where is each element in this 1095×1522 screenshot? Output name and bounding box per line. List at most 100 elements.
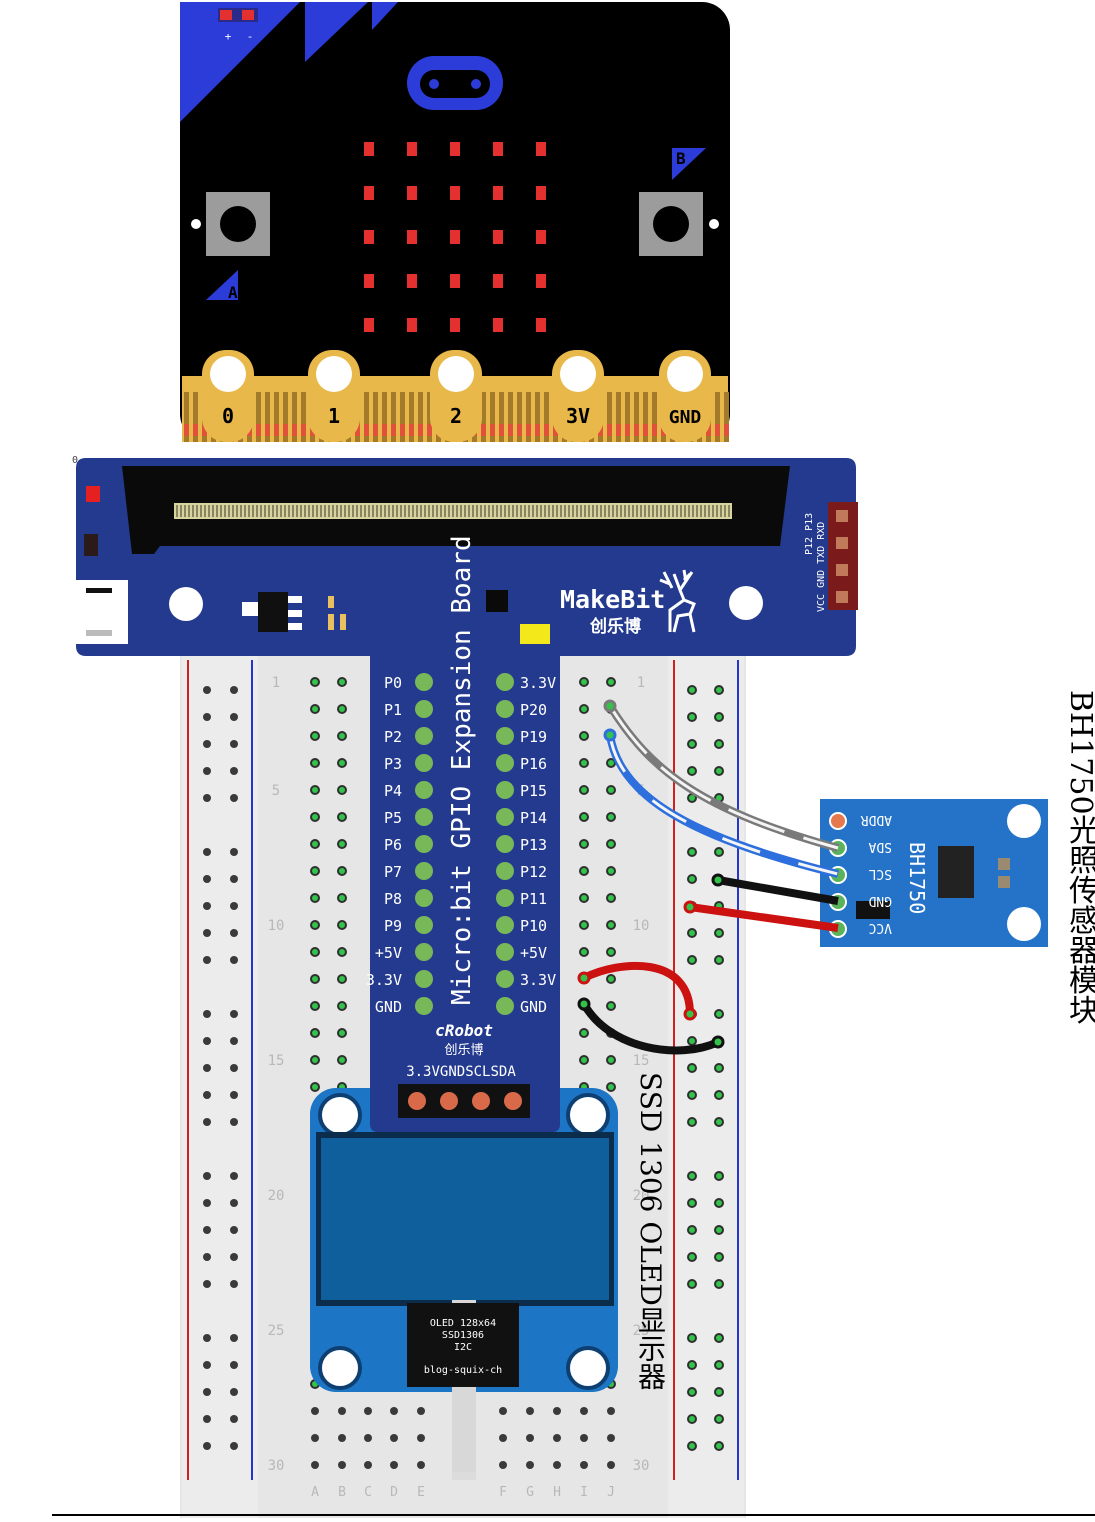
breadboard-hole-active (581, 1030, 587, 1036)
rail-hole-active (716, 1011, 722, 1017)
button-b-marker-icon (672, 148, 706, 180)
oled-module: OLED 128x64 SSD1306 I2C blog-squix-ch (310, 1088, 618, 1472)
edge-finger-tip (283, 424, 288, 436)
rail-hole (203, 1415, 211, 1423)
oled-caption: SSD 1306 OLED显示器 (634, 1072, 667, 1390)
gpio-left-label: 3.3V (366, 971, 402, 989)
gpio-right-pin (496, 781, 514, 799)
edge-finger-tip (490, 424, 495, 436)
resistor-component (84, 534, 98, 556)
microbit-logo-inner (420, 70, 490, 98)
edge-pin (644, 505, 646, 517)
edge-finger (499, 392, 504, 442)
led (364, 142, 374, 156)
edge-pin (536, 505, 538, 517)
pin-hole (210, 356, 246, 392)
edge-pin (540, 505, 542, 517)
edge-finger (634, 392, 639, 442)
edge-pin (652, 505, 654, 517)
edge-pin (180, 505, 182, 517)
edge-pin (616, 505, 618, 517)
wire-scl-blue-highlight (608, 734, 839, 876)
edge-pin (656, 505, 658, 517)
gpio-right-label: P14 (520, 809, 547, 827)
gpio-right-pin (496, 889, 514, 907)
edge-finger-tip (616, 424, 621, 436)
rail-hole (203, 713, 211, 721)
oled-chip-line-1: OLED 128x64 (430, 1318, 496, 1329)
voltage-regulator-body (258, 592, 288, 632)
edge-finger (292, 392, 297, 442)
power-led-yellow (520, 624, 550, 644)
edge-finger (373, 392, 378, 442)
rail-hole-active (689, 1443, 695, 1449)
edge-finger (274, 392, 279, 442)
edge-pin (332, 505, 334, 517)
battery-minus-label: - (247, 30, 254, 43)
breadboard-hole-active (608, 760, 614, 766)
voltage-regulator (242, 602, 258, 616)
breadboard-hole-active (339, 1030, 345, 1036)
column-letter-right: I (580, 1485, 588, 1500)
breadboard-hole (526, 1461, 534, 1469)
edge-finger-tip (274, 424, 279, 436)
rail-hole (230, 1037, 238, 1045)
gpio-left-label: P8 (384, 890, 402, 908)
uart-pad (836, 564, 848, 576)
status-led-red (86, 486, 100, 502)
edge-finger (508, 392, 513, 442)
edge-pin (388, 505, 390, 517)
breadboard-hole-active (339, 949, 345, 955)
edge-pin (328, 505, 330, 517)
edge-finger-tip (400, 424, 405, 436)
rail-hole-active (689, 1065, 695, 1071)
rail-hole (230, 1064, 238, 1072)
breadboard-hole-active (339, 922, 345, 928)
breadboard-hole-active (312, 1030, 318, 1036)
row-number-right: 10 (633, 918, 650, 934)
column-letter-left: D (390, 1485, 398, 1500)
button-b-label: B (676, 149, 686, 168)
edge-pin (304, 505, 306, 517)
button-a-cap[interactable] (220, 206, 256, 242)
mount-hole-left (169, 587, 203, 621)
edge-pin (392, 505, 394, 517)
rail-hole-active (716, 687, 722, 693)
edge-pin (716, 505, 718, 517)
rail-hole (230, 1334, 238, 1342)
edge-pin (632, 505, 634, 517)
breadboard-hole-active (339, 841, 345, 847)
breadboard-hole-active (312, 976, 318, 982)
breadboard-hole-active (312, 922, 318, 928)
edge-finger-tip (625, 424, 630, 436)
breadboard-hole-active (312, 841, 318, 847)
edge-pin (364, 505, 366, 517)
edge-pin (296, 505, 298, 517)
edge-pin (408, 505, 410, 517)
column-letter-right: F (499, 1485, 507, 1500)
gpio-right-label: 3.3V (520, 971, 556, 989)
rail-hole (203, 1091, 211, 1099)
edge-pin (252, 505, 254, 517)
wire-end (603, 699, 617, 713)
sensor-pin-label: SDA (868, 839, 892, 854)
edge-pin (228, 505, 230, 517)
edge-pin (248, 505, 250, 517)
rail-hole-active (689, 1362, 695, 1368)
sensor-resistor (856, 901, 890, 919)
edge-finger (643, 392, 648, 442)
gpio-left-pin (415, 754, 433, 772)
button-b-cap[interactable] (653, 206, 689, 242)
edge-pin (436, 505, 438, 517)
edge-finger-tip (526, 424, 531, 436)
breadboard-hole (417, 1434, 425, 1442)
edge-pin (412, 505, 414, 517)
column-letter-left: B (338, 1485, 346, 1500)
edge-finger (481, 392, 486, 442)
edge-pin (356, 505, 358, 517)
rail-hole (203, 1280, 211, 1288)
page-baseline (52, 1514, 1095, 1516)
